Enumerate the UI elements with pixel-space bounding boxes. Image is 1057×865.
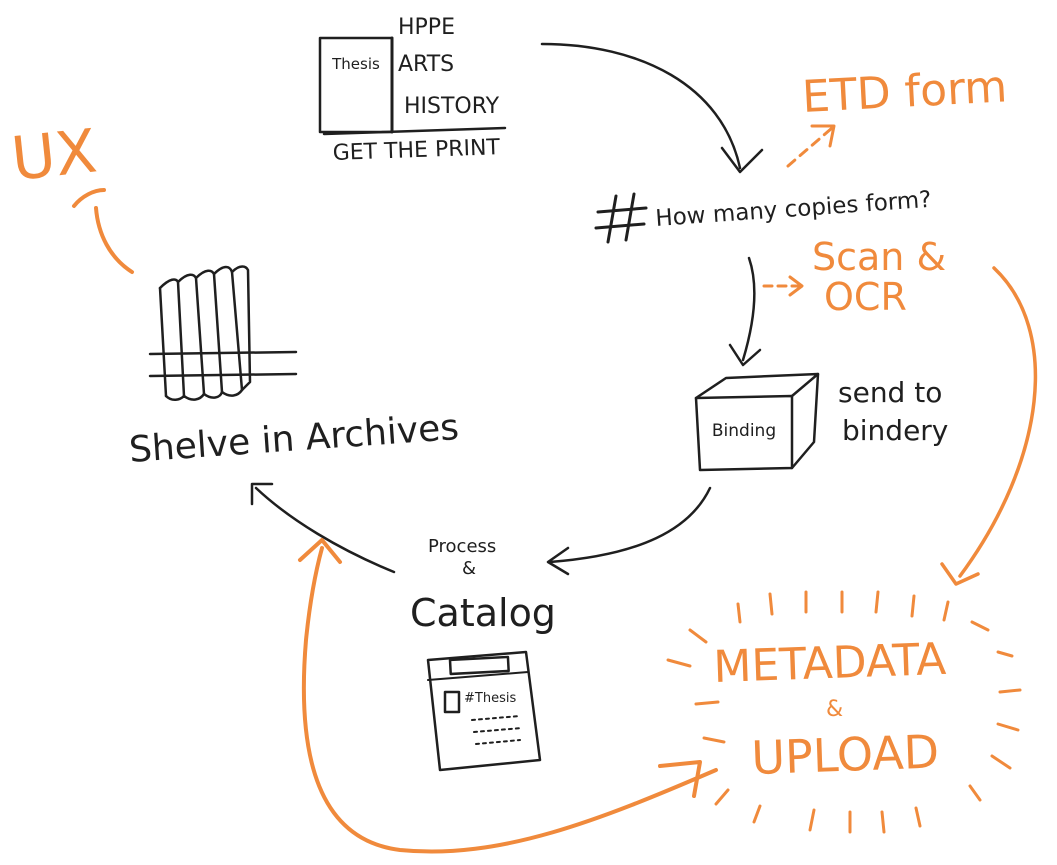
topic-history: HISTORY [404, 94, 500, 119]
copies-form-label: How many copies form? [655, 187, 933, 232]
scan-label: Scan & [812, 235, 946, 279]
shelve-in-archives-label: Shelve in Archives [128, 407, 460, 471]
arrow-binding-to-process [546, 486, 712, 576]
arrow-to-scan [762, 275, 804, 297]
arrow-print-to-copies [540, 42, 764, 174]
metadata-upload-step: METADATA & UPLOAD [666, 590, 1022, 834]
binding-box-icon [694, 372, 820, 472]
catalog-record-label: #Thesis [464, 691, 516, 706]
scan-ocr-group: Scan & OCR [762, 235, 946, 319]
upload-label: UPLOAD [750, 724, 939, 785]
arrow-process-to-shelve [250, 482, 396, 574]
arrow-copies-to-etd [786, 124, 836, 168]
arrow-upload-loop [298, 538, 718, 854]
catalog-record-icon [426, 650, 542, 772]
topic-arts: ARTS [398, 52, 454, 77]
arrow-scan-to-metadata [940, 266, 1038, 586]
etd-form-label: ETD form [801, 61, 1009, 123]
thesis-print-group: Thesis HPPE ARTS HISTORY GET THE PRINT [318, 15, 507, 166]
process-catalog-step: Process & Catalog #Thesis [410, 536, 556, 772]
send-to-label: send to [838, 376, 942, 409]
hash-icon [594, 192, 648, 244]
thesis-book-label: Thesis [331, 55, 380, 73]
archive-shelf-icon [148, 265, 298, 401]
arrow-copies-to-binding [728, 256, 762, 367]
metadata-amp: & [826, 697, 843, 722]
metadata-label: METADATA [713, 634, 947, 693]
binding-step: Binding send to bindery [694, 372, 948, 472]
topic-hppe: HPPE [398, 15, 455, 40]
copies-step: How many copies form? [594, 187, 933, 244]
thesis-book-icon [318, 36, 507, 136]
bindery-label: bindery [842, 414, 948, 447]
ux-label: UX [8, 116, 100, 195]
arrow-shelve-to-ux [72, 188, 134, 274]
process-label: Process [428, 536, 496, 557]
ocr-label: OCR [824, 275, 907, 319]
binding-box-label: Binding [712, 421, 776, 441]
process-amp: & [462, 558, 476, 579]
get-the-print-caption: GET THE PRINT [332, 135, 501, 166]
catalog-label: Catalog [410, 591, 556, 635]
emphasis-burst-lines [666, 590, 1022, 834]
shelve-step: Shelve in Archives [128, 265, 460, 471]
